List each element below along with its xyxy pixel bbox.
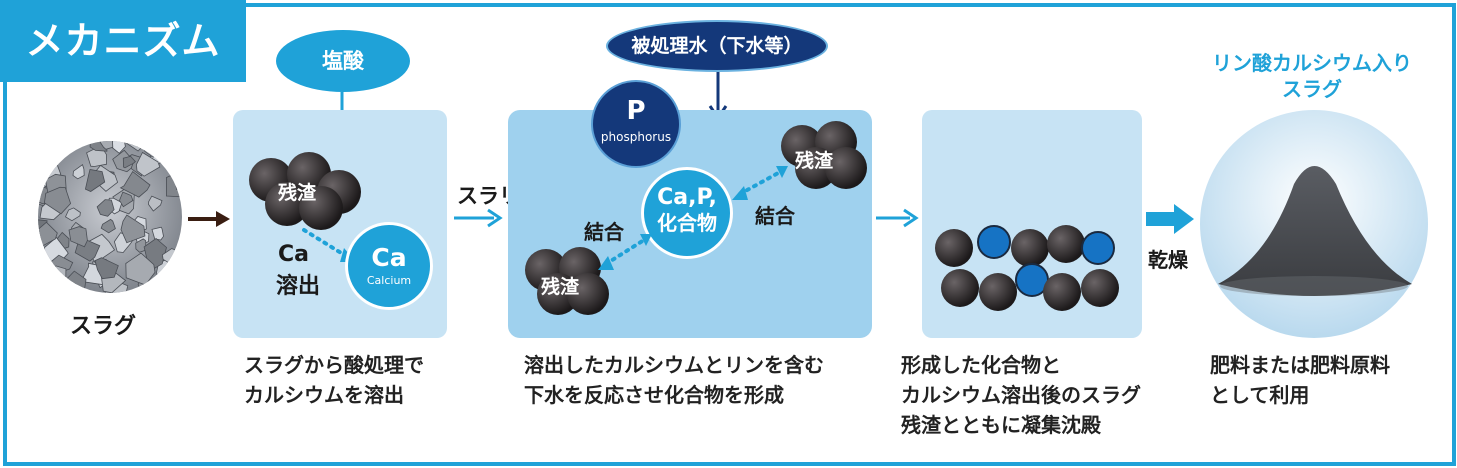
compound-circle: Ca,P, 化合物 xyxy=(641,167,733,259)
phosphorus-name: phosphorus xyxy=(600,130,672,144)
dry-label: 乾燥 xyxy=(1148,248,1188,272)
compound-label-1: Ca,P, xyxy=(657,185,717,210)
product-title-line1: リン酸カルシウム入り xyxy=(1212,51,1412,75)
stage2-caption-line2: カルシウムを溶出 xyxy=(244,383,404,407)
residue-label: 残渣 xyxy=(278,182,317,204)
product-title-line2: スラグ xyxy=(1282,77,1342,101)
arrow-right-icon xyxy=(454,208,503,228)
stage2-caption-line1: スラグから酸処理で xyxy=(244,353,424,377)
bond-left-label: 結合 xyxy=(584,220,624,244)
calcium-circle: Ca Calcium xyxy=(345,222,433,310)
bond-right-label: 結合 xyxy=(755,204,795,228)
stage4-caption-line1: 形成した化合物と xyxy=(901,353,1061,377)
stage5-caption-line1: 肥料または肥料原料 xyxy=(1210,353,1390,377)
product-title: リン酸カルシウム入り スラグ xyxy=(1192,50,1432,102)
calcium-name: Calcium xyxy=(366,274,412,287)
page-title: メカニズム xyxy=(0,0,246,82)
residue-cluster-icon xyxy=(525,247,609,315)
stage3-caption-line2: 下水を反応させ化合物を形成 xyxy=(524,383,784,407)
ca-dissolve-label-2: 溶出 xyxy=(276,274,321,299)
phosphorus-circle: P phosphorus xyxy=(591,80,681,168)
residue-cluster-icon xyxy=(781,121,867,189)
diagram-frame xyxy=(3,3,1456,466)
thick-arrow-right-icon xyxy=(1146,204,1194,234)
dotted-double-arrow-icon xyxy=(732,166,788,200)
residue-cluster-icon xyxy=(249,152,361,230)
stage3-caption-line1: 溶出したカルシウムとリンを含む xyxy=(524,353,824,377)
phosphorus-symbol: P xyxy=(626,96,646,126)
residue-bottom-label: 残渣 xyxy=(541,276,580,298)
stage4-caption-line3: 残渣とともに凝集沈殿 xyxy=(901,413,1101,437)
aggregate-icon xyxy=(935,225,1119,311)
slag-label: スラグ xyxy=(70,314,137,339)
calcium-symbol: Ca xyxy=(371,243,407,272)
hydrochloric-acid-oval: 塩酸 xyxy=(276,30,410,92)
stage5-caption-line2: として利用 xyxy=(1210,383,1310,407)
slag-image xyxy=(38,141,182,293)
dotted-double-arrow-icon xyxy=(598,234,652,270)
stage4-caption-line2: カルシウム溶出後のスラグ xyxy=(901,383,1141,407)
treated-water-oval: 被処理水（下水等） xyxy=(606,20,828,72)
arrow-right-icon xyxy=(188,211,230,227)
residue-top-label: 残渣 xyxy=(795,150,834,172)
compound-label-2: 化合物 xyxy=(657,211,717,235)
arrow-right-icon xyxy=(876,208,919,228)
ca-dissolve-label-1: Ca xyxy=(278,242,309,267)
fertilizer-pile-image xyxy=(1200,110,1428,338)
